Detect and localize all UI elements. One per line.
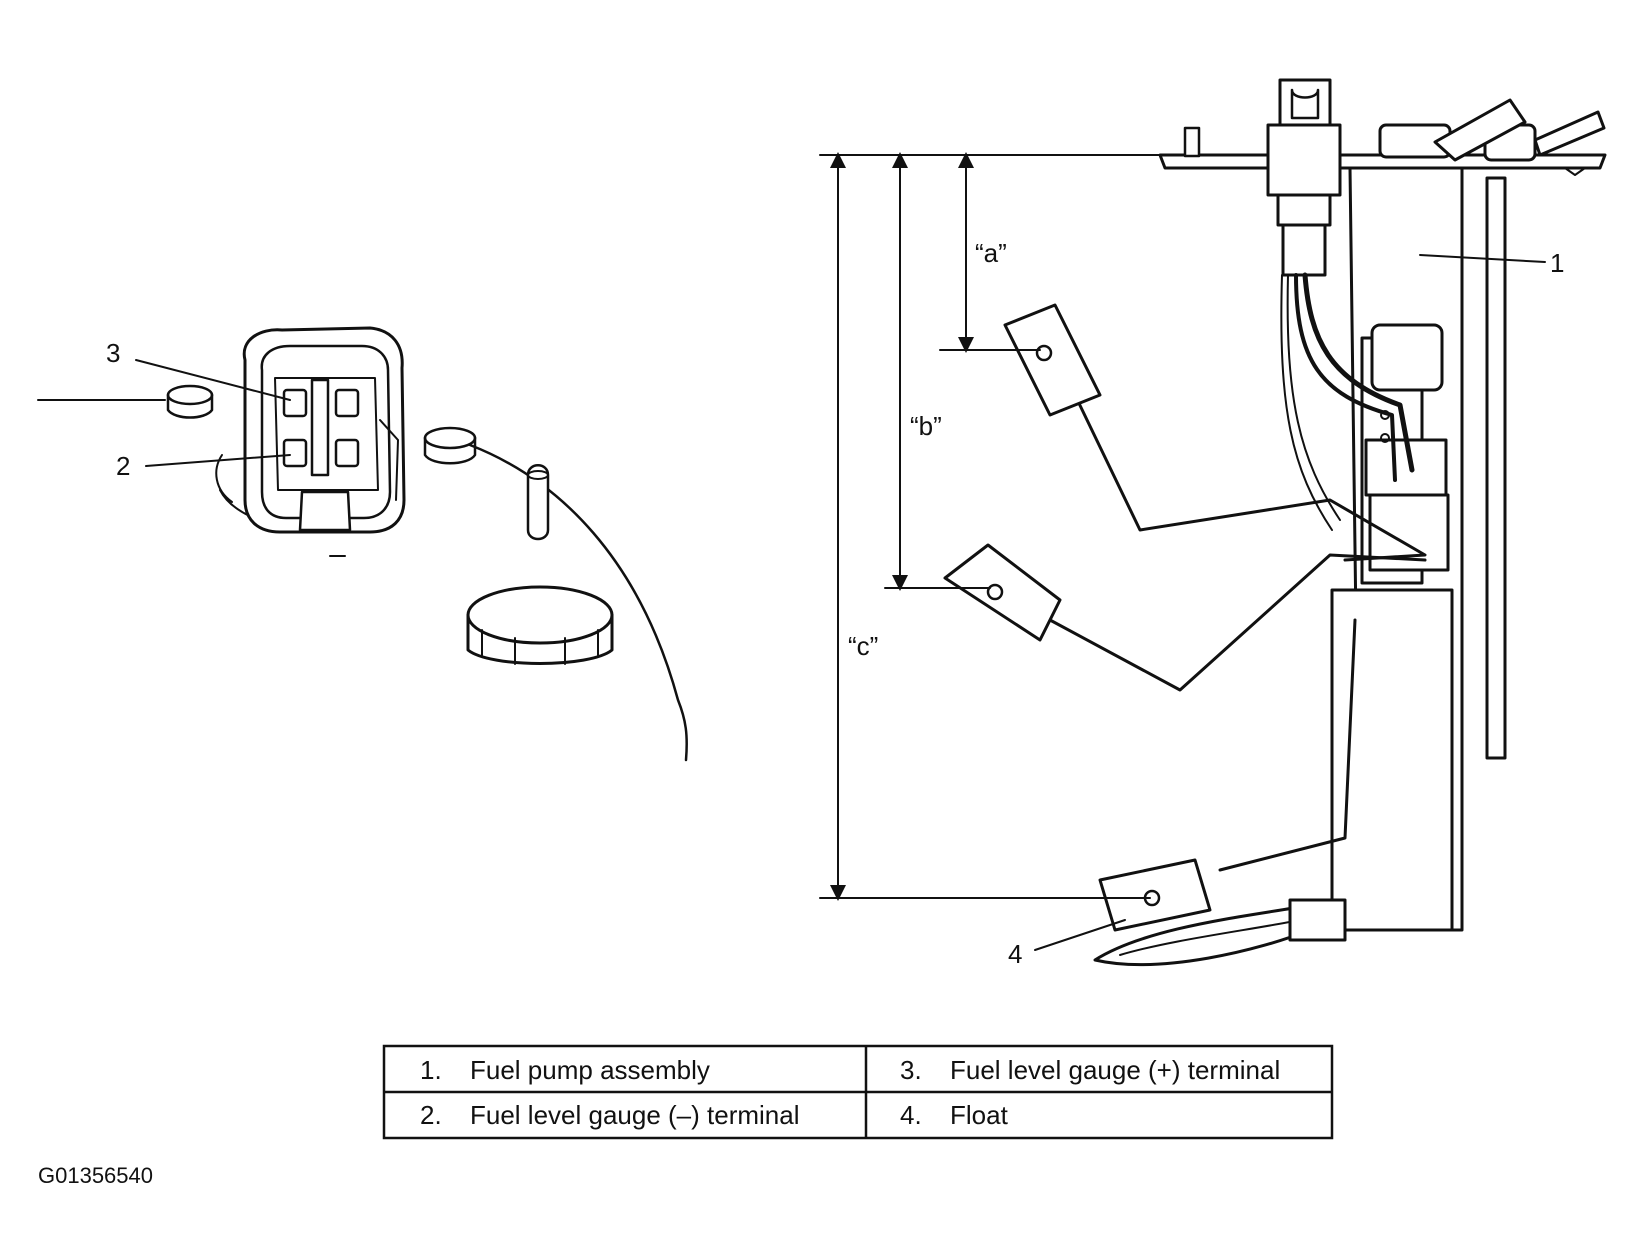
- terminal-top-right: [334, 388, 360, 418]
- small-nut: [423, 426, 477, 465]
- float-arm-empty-high: [1073, 393, 1427, 562]
- legend-num-2: 2.: [420, 1100, 442, 1130]
- connector-latch: [298, 490, 352, 532]
- return-fittings: [1378, 98, 1606, 162]
- dimension-label-a: “a”: [975, 238, 1007, 268]
- legend-text-1: Fuel pump assembly: [470, 1055, 710, 1085]
- callout-3-leader: [135, 359, 291, 401]
- large-nut: [466, 585, 614, 665]
- dimension-label-c: “c”: [848, 631, 878, 661]
- center-rib: [310, 378, 330, 477]
- vent-nipple: [526, 464, 550, 541]
- top-connector: [1266, 78, 1342, 277]
- strainer-detail: [1119, 919, 1301, 956]
- sender-cap: [1370, 323, 1444, 392]
- legend-text-2: Fuel level gauge (–) terminal: [470, 1100, 800, 1130]
- wire-thin-2: [1280, 274, 1333, 531]
- callout-3: 3: [106, 338, 120, 368]
- wire-thin-1: [1286, 274, 1341, 521]
- float-arm-mid: [1048, 553, 1427, 692]
- flange-tab: [1564, 167, 1586, 176]
- callout-2-leader: [145, 454, 291, 467]
- flange-stud: [1183, 126, 1201, 158]
- legend-text-3: Fuel level gauge (+) terminal: [950, 1055, 1280, 1085]
- sender-hole-2: [1380, 433, 1390, 443]
- connector-housing: [215, 326, 406, 534]
- strainer-mount: [1288, 898, 1347, 942]
- figure-id: G01356540: [38, 1163, 153, 1188]
- connector-detail-view: 3 2: [37, 326, 688, 762]
- callout-2: 2: [116, 451, 130, 481]
- connector-left-flange: [215, 454, 233, 503]
- legend-num-4: 4.: [900, 1100, 922, 1130]
- legend-table: 1. Fuel pump assembly 3. Fuel level gaug…: [382, 1044, 1334, 1140]
- wire-thick-1: [1302, 272, 1415, 473]
- callout-4: 4: [1008, 939, 1022, 969]
- pump-assembly-view: “a” “b” “c” 1 4: [819, 78, 1607, 969]
- small-cap-left: [166, 384, 214, 419]
- terminal-bottom-right: [334, 438, 360, 468]
- callout-4-leader: [1034, 919, 1126, 951]
- callout-1: 1: [1550, 248, 1564, 278]
- terminal-bottom-left: [282, 438, 308, 468]
- legend-text-4: Float: [950, 1100, 1009, 1130]
- terminal-top-left: [282, 388, 308, 418]
- connector-side-tab: [379, 419, 399, 501]
- legend-num-1: 1.: [420, 1055, 442, 1085]
- pump-canister-lower: [1330, 588, 1454, 932]
- wire-thick-2: [1294, 273, 1397, 482]
- dimension-label-b: “b”: [910, 411, 942, 441]
- float-bottom: [1098, 858, 1212, 932]
- callout-1-leader: [1419, 254, 1546, 263]
- float-middle: [943, 543, 1062, 642]
- float-arm-low: [1218, 618, 1357, 872]
- vent-tube: [1485, 176, 1507, 760]
- legend-num-3: 3.: [900, 1055, 922, 1085]
- float-top: [1003, 303, 1102, 417]
